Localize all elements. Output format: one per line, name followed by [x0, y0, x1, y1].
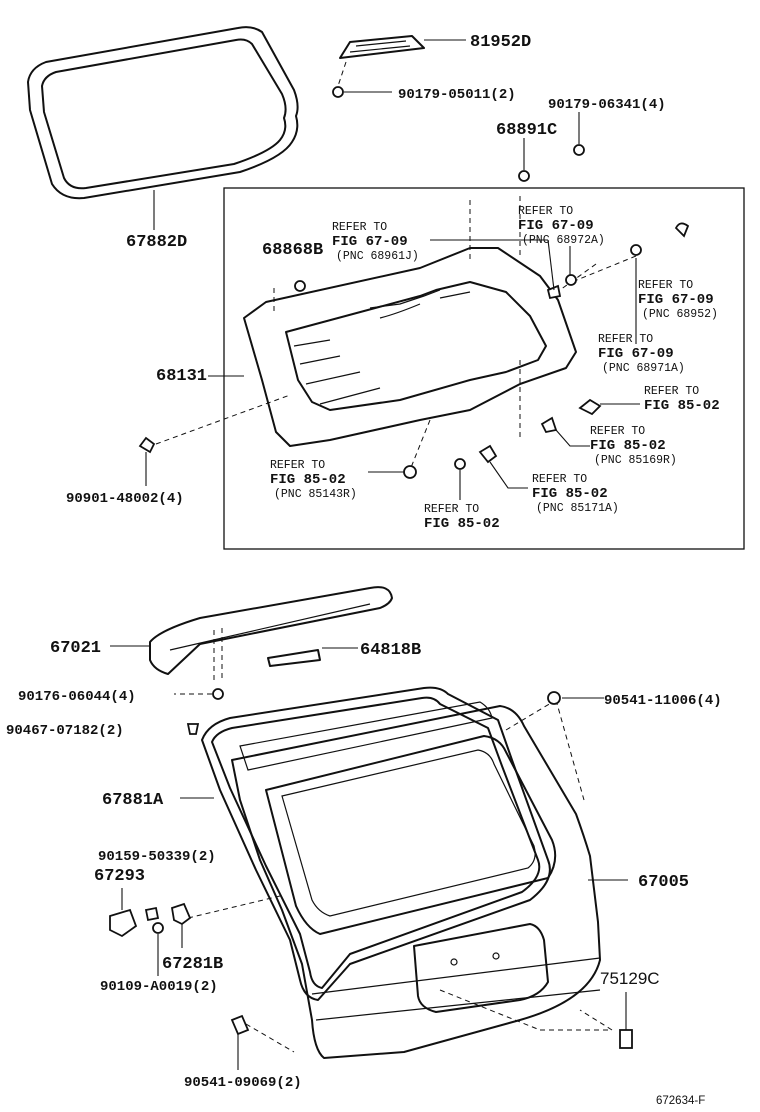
- screw-90159-50339: [144, 906, 160, 922]
- screw-90179-05011: [332, 86, 392, 98]
- weatherstrip-67881a: [180, 686, 551, 1001]
- stopper-90541-09069: [230, 1014, 250, 1070]
- nut-90176-06044: [174, 688, 224, 700]
- svg-text:REFER TO: REFER TO: [532, 473, 587, 486]
- label-90109-a0019: 90109-A0019(2): [100, 979, 218, 995]
- svg-text:(PNC 85143R): (PNC 85143R): [274, 488, 357, 501]
- refer-note-68961j: REFER TO FIG 67-09 (PNC 68961J): [332, 221, 555, 291]
- label-75129c: 75129C: [600, 969, 660, 988]
- label-67021: 67021: [50, 639, 101, 658]
- label-90541-09069: 90541-09069(2): [184, 1075, 302, 1091]
- label-67281b: 67281B: [162, 955, 223, 974]
- svg-text:FIG 67-09: FIG 67-09: [598, 346, 674, 362]
- svg-text:FIG 85-02: FIG 85-02: [590, 438, 666, 454]
- svg-text:(PNC 85169R): (PNC 85169R): [594, 454, 677, 467]
- label-90159-50339: 90159-50339(2): [98, 849, 216, 865]
- pin-68952: [674, 222, 690, 238]
- diagram-code: 672634-F: [656, 1095, 705, 1107]
- svg-text:FIG 85-02: FIG 85-02: [644, 398, 720, 414]
- refer-note-68971a: REFER TO FIG 67-09 (PNC 68971A): [598, 333, 685, 375]
- label-67005: 67005: [638, 873, 689, 892]
- svg-text:FIG 85-02: FIG 85-02: [424, 516, 500, 532]
- svg-text:REFER TO: REFER TO: [644, 385, 699, 398]
- svg-text:REFER TO: REFER TO: [590, 425, 645, 438]
- refer-note-85169r: REFER TO FIG 85-02 (PNC 85169R): [590, 425, 677, 467]
- svg-text:(PNC 68972A): (PNC 68972A): [522, 234, 605, 247]
- svg-text:FIG 67-09: FIG 67-09: [518, 218, 594, 234]
- label-68891c: 68891C: [496, 121, 557, 140]
- trim-panel-frame: [223, 187, 745, 550]
- socket-85171a: [478, 444, 528, 489]
- svg-text:REFER TO: REFER TO: [598, 333, 653, 346]
- svg-text:FIG 85-02: FIG 85-02: [270, 472, 346, 488]
- refer-note-68972a: REFER TO FIG 67-09 (PNC 68972A): [518, 205, 605, 276]
- label-90179-06341: 90179-06341(4): [548, 97, 666, 113]
- refer-note-85143r: REFER TO FIG 85-02 (PNC 85143R): [270, 459, 357, 501]
- back-door-trim-panel-68131: [208, 247, 577, 447]
- refer-note-85-02-b: REFER TO FIG 85-02: [424, 503, 500, 532]
- hinge-67281b: [170, 902, 192, 948]
- bulb-center: [454, 458, 466, 500]
- label-90541-11006: 90541-11006(4): [604, 693, 722, 709]
- socket-85169r: [540, 416, 590, 447]
- screw-90901-48002: [138, 436, 156, 486]
- refer-note-85-02-a: REFER TO FIG 85-02: [644, 385, 720, 414]
- svg-text:REFER TO: REFER TO: [638, 279, 693, 292]
- back-door-67005: [231, 701, 628, 1059]
- bulb-right: [578, 398, 640, 416]
- svg-text:FIG 85-02: FIG 85-02: [532, 486, 608, 502]
- window-molding-67882d: [27, 26, 299, 230]
- label-90467-07182: 90467-07182(2): [6, 723, 124, 739]
- screw-90179-06341: [573, 112, 585, 156]
- label-68131: 68131: [156, 367, 207, 386]
- stop-lamp-81952d: [337, 35, 466, 87]
- label-90176-06044: 90176-06044(4): [18, 689, 136, 705]
- svg-text:REFER TO: REFER TO: [332, 221, 387, 234]
- svg-text:REFER TO: REFER TO: [518, 205, 573, 218]
- stopper-90541-11006: [547, 691, 604, 705]
- label-64818b: 64818B: [360, 641, 421, 660]
- svg-text:FIG 67-09: FIG 67-09: [638, 292, 714, 308]
- label-90179-05011: 90179-05011(2): [398, 87, 516, 103]
- svg-text:REFER TO: REFER TO: [270, 459, 325, 472]
- svg-text:(PNC 68952): (PNC 68952): [642, 308, 718, 321]
- clip-68971a: [630, 244, 642, 344]
- spoiler-67021: [110, 586, 393, 684]
- svg-text:FIG 67-09: FIG 67-09: [332, 234, 408, 250]
- clip-90467-07182: [186, 723, 200, 735]
- refer-note-85171a: REFER TO FIG 85-02 (PNC 85171A): [532, 473, 619, 515]
- clip-68891c: [518, 138, 530, 182]
- screw-90109-a0019: [152, 922, 164, 976]
- label-68868b: 68868B: [262, 241, 323, 260]
- label-67881a: 67881A: [102, 791, 164, 810]
- garnish-64818b: [267, 647, 358, 667]
- svg-text:(PNC 68971A): (PNC 68971A): [602, 362, 685, 375]
- cushion-75129c: [619, 992, 633, 1049]
- clip-68972a: [546, 274, 577, 300]
- bulb-85143r: [368, 465, 417, 479]
- svg-text:REFER TO: REFER TO: [424, 503, 479, 516]
- label-67293: 67293: [94, 867, 145, 886]
- label-67882d: 67882D: [126, 233, 187, 252]
- hinge-67293: [109, 888, 138, 938]
- label-90901-48002: 90901-48002(4): [66, 491, 184, 507]
- clip-68868b: [294, 280, 306, 292]
- refer-note-68952: REFER TO FIG 67-09 (PNC 68952): [638, 279, 718, 321]
- svg-text:(PNC 85171A): (PNC 85171A): [536, 502, 619, 515]
- svg-text:(PNC 68961J): (PNC 68961J): [336, 250, 419, 263]
- label-81952d: 81952D: [470, 33, 531, 52]
